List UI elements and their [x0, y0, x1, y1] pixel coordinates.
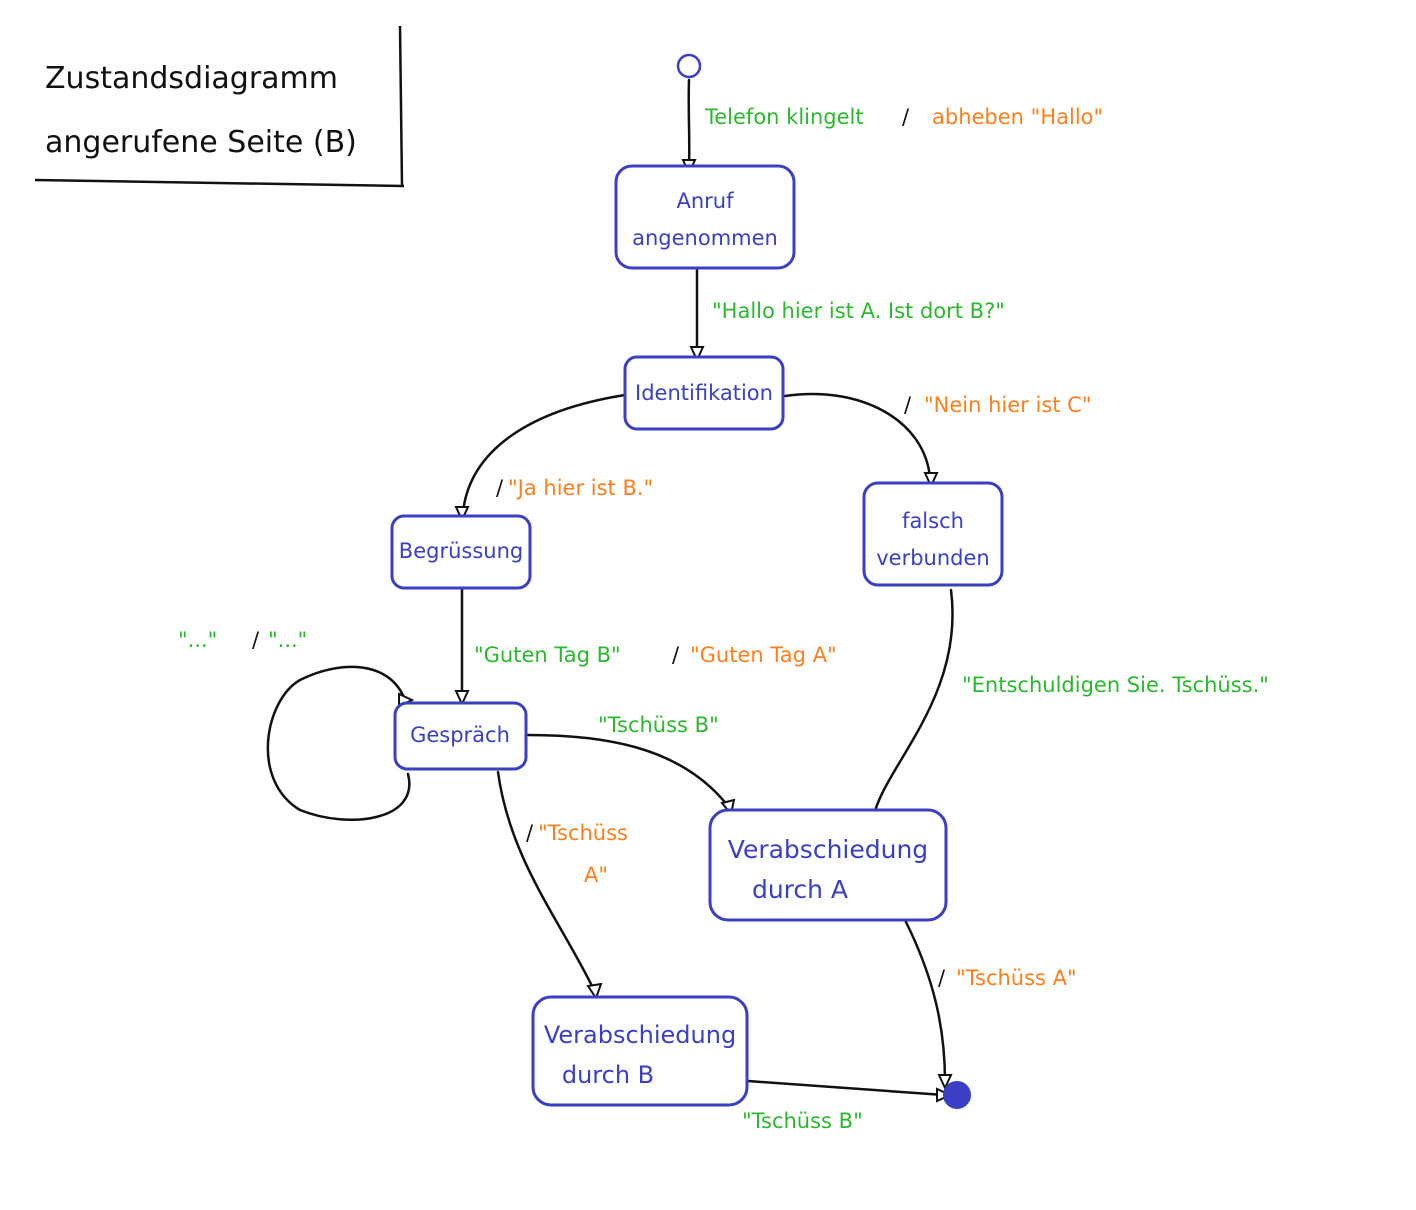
label-separator: /	[904, 393, 912, 417]
label-hallo-hier-ist-a: "Hallo hier ist A. Ist dort B?"	[712, 299, 1005, 323]
state-verabschiedung-durch-a: Verabschiedung durch A	[708, 808, 948, 922]
state-gespraech: Gespräch	[393, 701, 528, 771]
edge-gespraech-to-verab-b	[496, 770, 596, 992]
state-begruessung: Begrüssung	[390, 514, 532, 590]
state-verabschiedung-durch-b: Verabschiedung durch B	[531, 995, 749, 1107]
state-identifikation: Identifikation	[623, 355, 785, 431]
label-separator: /	[902, 105, 910, 129]
state-label-line-1: Anruf	[676, 189, 734, 213]
arrowhead-falsch	[923, 472, 939, 489]
final-state	[943, 1081, 971, 1109]
edge-verab-a-to-end	[903, 918, 947, 1084]
label-tschuess-a-line-2: A"	[584, 863, 608, 887]
state-label: Begrüssung	[399, 539, 523, 563]
title-box: Zustandsdiagramm angerufene Seite (B)	[34, 25, 405, 188]
edge-verab-b-to-end	[746, 1079, 946, 1097]
state-label-line-2: durch B	[562, 1061, 654, 1089]
label-tschuess-a-final: "Tschüss A"	[956, 966, 1077, 990]
state-label-line-2: verbunden	[876, 546, 990, 570]
transition-labels: Telefon klingelt / abheben "Hallo" "Hall…	[178, 105, 1269, 1133]
label-tschuess-b-final: "Tschüss B"	[742, 1109, 863, 1133]
state-box	[393, 701, 528, 771]
state-label: Gespräch	[410, 723, 510, 747]
label-entschuldigen-sie: "Entschuldigen Sie. Tschüss."	[962, 673, 1269, 697]
state-label-line-1: Verabschiedung	[728, 835, 928, 864]
edge-identifikation-to-falsch	[783, 392, 932, 480]
state-falsch-verbunden: falsch verbunden	[862, 481, 1004, 587]
state-label-line-2: angenommen	[632, 226, 778, 250]
state-label-line-1: Verabschiedung	[544, 1021, 736, 1049]
edge-identifikation-to-begruessung	[461, 393, 627, 514]
arrowhead-end-from-verab-a	[937, 1074, 953, 1091]
title-line-2: angerufene Seite (B)	[45, 125, 357, 160]
edge-gespraech-to-verab-a	[526, 733, 730, 808]
label-tschuess-b-upper: "Tschüss B"	[598, 713, 719, 737]
label-nein-hier-ist-c: "Nein hier ist C"	[924, 393, 1092, 417]
state-box	[623, 355, 785, 431]
edge-start-to-anruf	[687, 78, 691, 168]
state-box	[708, 808, 948, 922]
label-guten-tag-b: "Guten Tag B"	[474, 643, 621, 667]
label-loop-action: "..."	[268, 628, 307, 652]
initial-state	[676, 53, 702, 79]
label-separator: /	[672, 643, 680, 667]
label-telefon-klingelt: Telefon klingelt	[704, 105, 864, 129]
label-guten-tag-a: "Guten Tag A"	[690, 643, 837, 667]
label-tschuess-a-line-1: "Tschüss	[538, 821, 628, 845]
label-separator: /	[496, 476, 504, 500]
title-line-1: Zustandsdiagramm	[45, 61, 338, 96]
label-separator: /	[252, 628, 260, 652]
label-separator: /	[938, 966, 946, 990]
edge-gespraech-self-loop	[266, 665, 411, 821]
edge-falsch-to-verab-a	[871, 588, 954, 822]
label-abheben-hallo: abheben "Hallo"	[932, 105, 1103, 129]
state-label-line-2: durch A	[752, 875, 848, 904]
transitions	[266, 78, 954, 1097]
state-box	[614, 164, 796, 270]
label-separator: /	[526, 821, 534, 845]
label-ja-hier-ist-b: "Ja hier ist B."	[508, 476, 653, 500]
arrowhead-gespraech	[454, 690, 470, 707]
state-box	[390, 514, 532, 590]
state-anruf-angenommen: Anruf angenommen	[614, 164, 796, 270]
label-loop-event: "..."	[178, 628, 217, 652]
arrowhead-begruessung	[454, 506, 470, 523]
title-box-right-border	[398, 25, 404, 187]
arrowhead-identifikation	[689, 346, 705, 363]
state-label: Identifikation	[635, 381, 773, 405]
state-label-line-1: falsch	[902, 509, 964, 533]
arrowhead-verab-b	[586, 982, 603, 1001]
state-box	[862, 481, 1004, 587]
title-box-bottom-border	[34, 178, 405, 188]
state-box	[531, 995, 749, 1107]
